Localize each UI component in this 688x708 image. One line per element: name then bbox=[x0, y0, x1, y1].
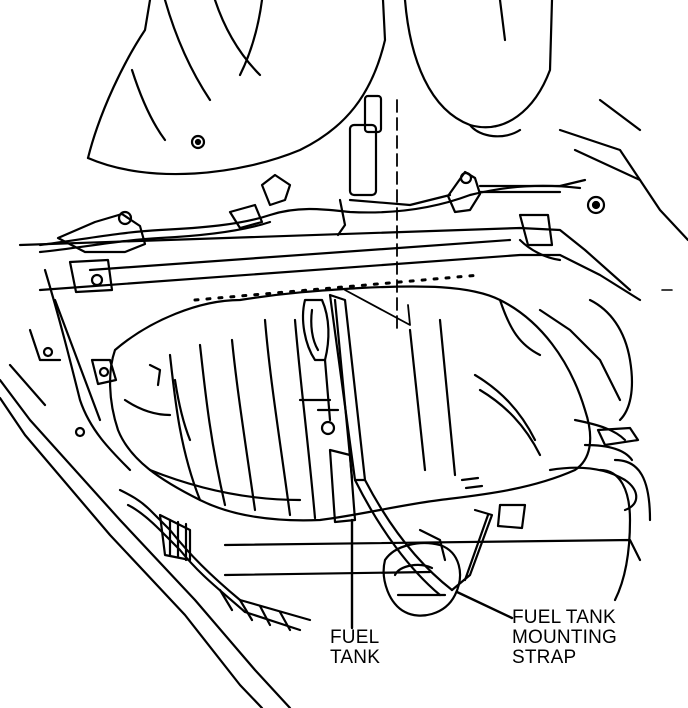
left-frame-rail bbox=[28, 268, 132, 472]
fuel-tank-label-line1: FUEL bbox=[330, 627, 380, 648]
exhaust-pipe bbox=[0, 363, 312, 708]
mounting-strap-label-line3: STRAP bbox=[512, 647, 577, 668]
rear-floor-pan bbox=[403, 0, 688, 242]
rear-axle-and-suspension bbox=[223, 298, 652, 617]
leader-lines bbox=[344, 99, 514, 630]
mounting-strap-label-line2: MOUNTING bbox=[512, 627, 618, 648]
fuel-tank-label-line2: TANK bbox=[330, 647, 381, 668]
spare-wheel-well bbox=[86, 0, 387, 176]
mounting-strap-label: FUEL TANK MOUNTING STRAP bbox=[512, 608, 617, 668]
mounting-strap-label-line1: FUEL TANK bbox=[512, 607, 616, 628]
filler-hanger bbox=[336, 94, 452, 237]
fuel-sending-unit bbox=[298, 298, 340, 436]
fuel-tank-mounting-strap bbox=[328, 293, 494, 597]
fuel-tank-label: FUEL TANK bbox=[330, 628, 380, 668]
fuel-tank bbox=[109, 285, 640, 530]
brake-cable-routing bbox=[38, 170, 587, 254]
cross-member bbox=[18, 226, 642, 302]
